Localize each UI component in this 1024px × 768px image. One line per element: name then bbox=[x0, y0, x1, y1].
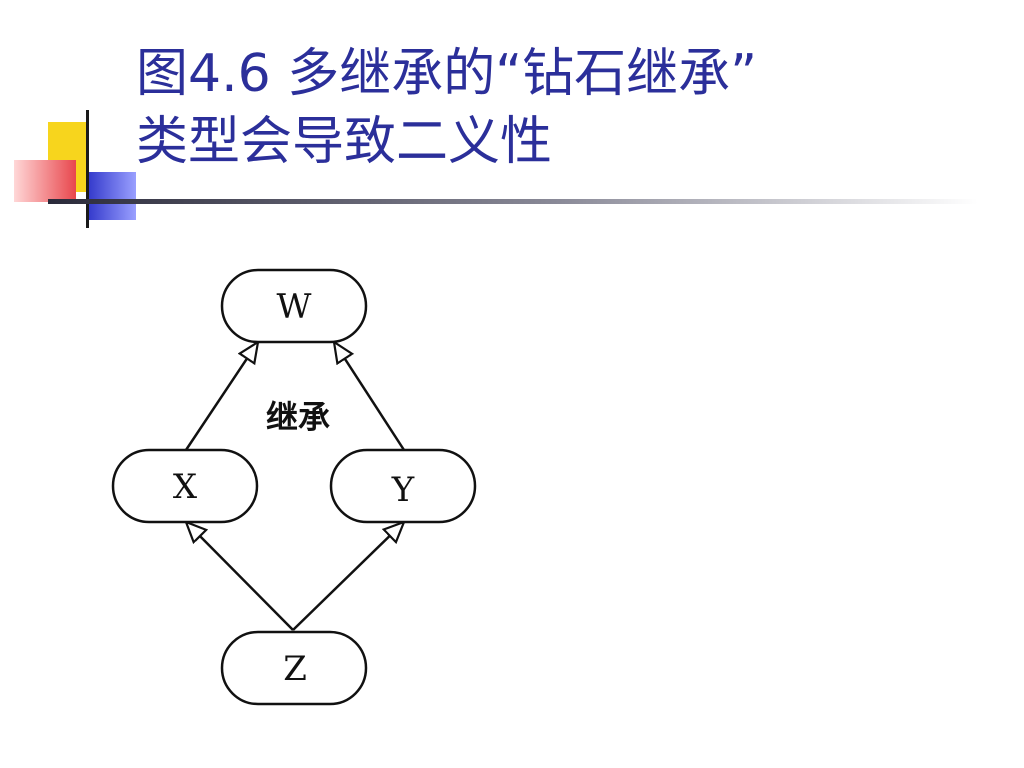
node-z: Z bbox=[220, 630, 368, 706]
node-w-label: W bbox=[277, 287, 312, 327]
edge-z-to-x bbox=[186, 522, 294, 631]
edge-x-to-w bbox=[184, 342, 258, 451]
deco-blue-square bbox=[86, 172, 136, 220]
edge-y-to-w bbox=[334, 342, 406, 451]
slide-title: 图4.6 多继承的“钻石继承” 类型会导致二义性 bbox=[136, 40, 996, 176]
node-y-label: Y bbox=[391, 470, 415, 510]
node-z-label: Z bbox=[283, 649, 307, 689]
deco-vertical-line bbox=[86, 110, 89, 228]
node-y: Y bbox=[329, 448, 477, 524]
title-line-1: 图4.6 多继承的“钻石继承” bbox=[136, 44, 758, 104]
edge-z-to-y bbox=[292, 522, 404, 631]
title-line-2: 类型会导致二义性 bbox=[136, 112, 553, 172]
slide-decoration bbox=[14, 110, 978, 228]
node-x: X bbox=[111, 448, 259, 524]
node-w: W bbox=[220, 268, 368, 344]
deco-red-square bbox=[14, 160, 76, 202]
diamond-inheritance-diagram: W X Y Z 继承 bbox=[111, 268, 477, 706]
node-x-label: X bbox=[173, 467, 198, 507]
title-underline bbox=[48, 199, 978, 204]
inheritance-label: 继承 bbox=[266, 398, 330, 436]
